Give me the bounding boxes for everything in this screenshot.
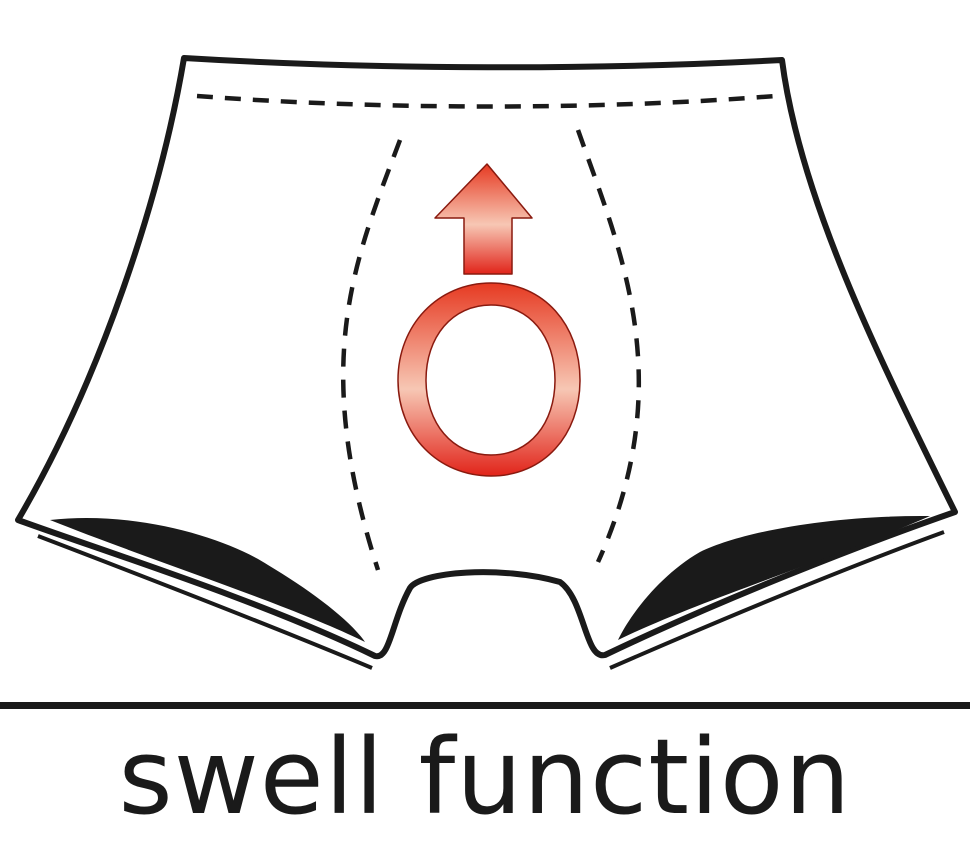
right-leg-shading	[618, 515, 930, 640]
pouch-stitching-right	[575, 129, 642, 563]
left-hem-line	[37, 534, 373, 670]
boxer-briefs-icon	[15, 55, 958, 670]
waistband-stitching	[196, 93, 776, 109]
caption-text: swell function	[118, 716, 852, 838]
male-symbol-arrow-icon	[397, 163, 581, 477]
right-hem-line	[609, 530, 945, 670]
left-leg-shading	[50, 518, 365, 642]
divider-line	[0, 702, 970, 709]
pouch-stitching-left	[340, 139, 403, 571]
garment-outline	[15, 55, 958, 660]
